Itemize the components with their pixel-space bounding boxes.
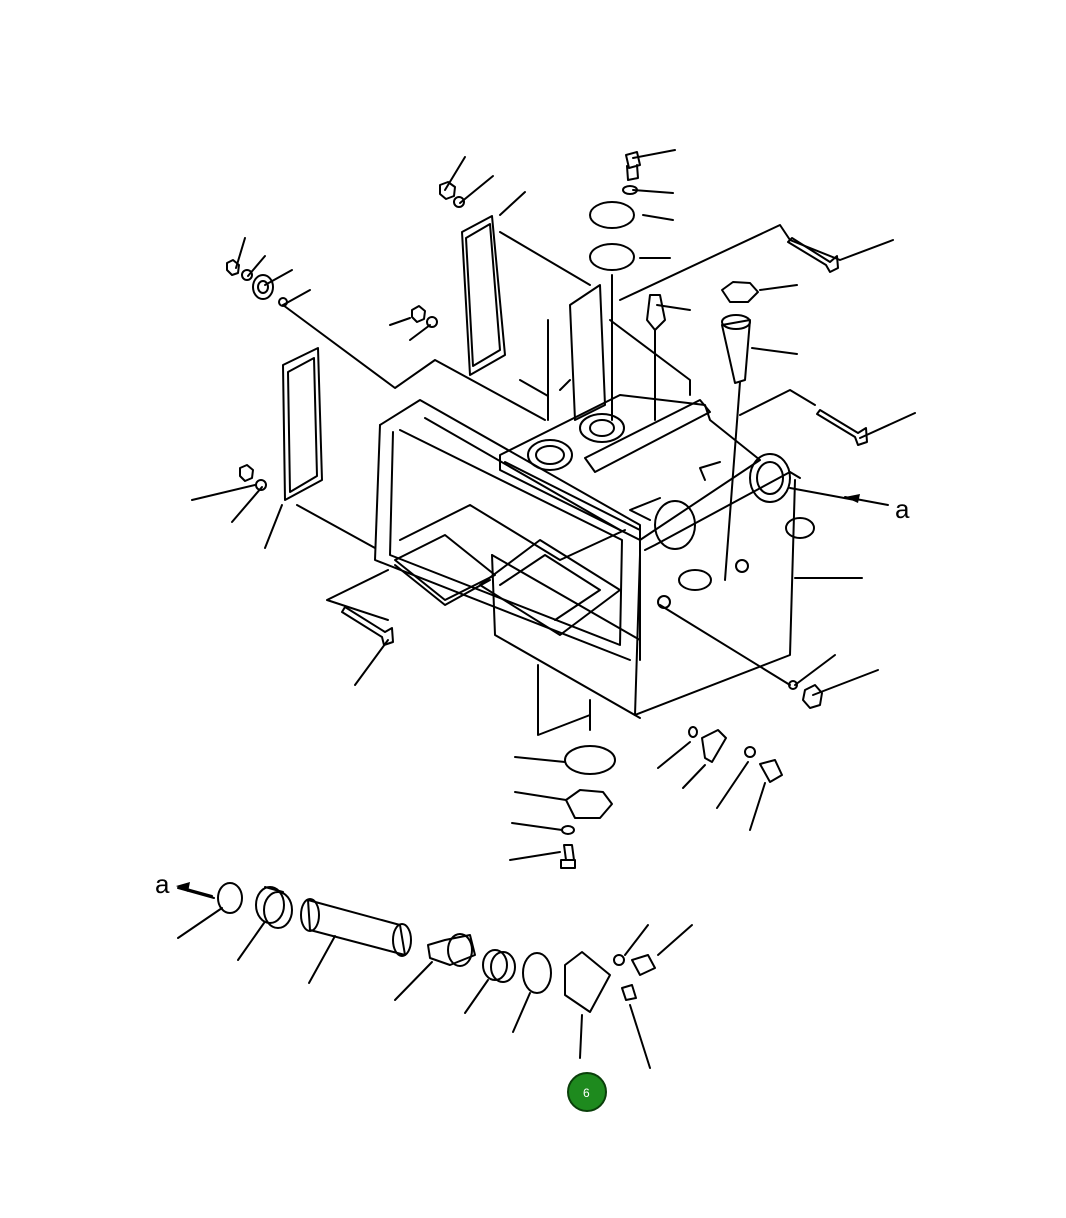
filter-assembly <box>177 882 693 1069</box>
left-inspection-cover <box>282 215 606 501</box>
reference-arrows <box>182 496 889 897</box>
hardware-parts <box>226 151 868 709</box>
label-a-right: a <box>895 494 910 524</box>
main-housing <box>374 394 815 736</box>
leader-lines <box>191 149 916 696</box>
callout-hotspot-label: 6 <box>583 1086 590 1100</box>
arrowheads <box>176 494 860 892</box>
lower-parts <box>509 726 783 869</box>
label-a-left: a <box>155 869 170 899</box>
callout-hotspot-6[interactable]: 6 <box>567 1072 607 1112</box>
